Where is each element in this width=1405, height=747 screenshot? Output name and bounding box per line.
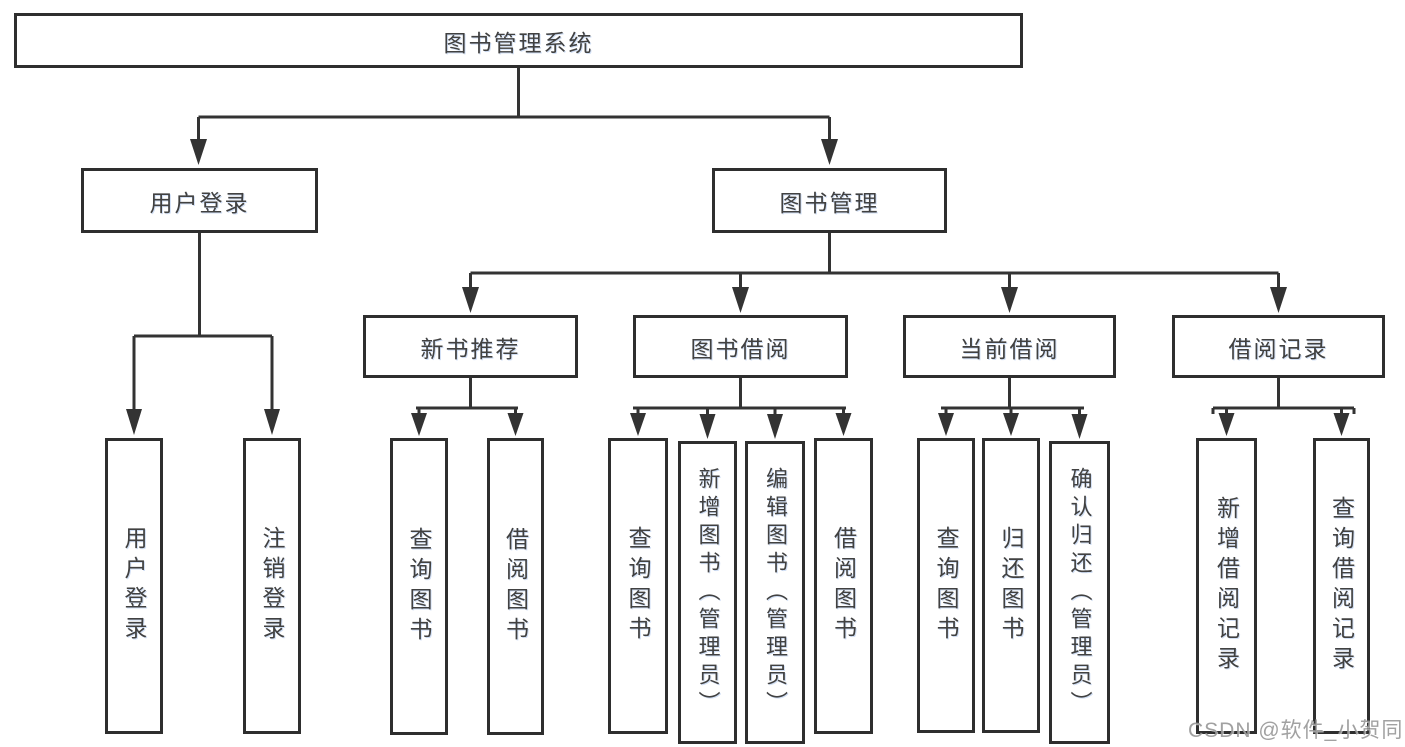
- leaf-query-borrow-record: 查询借阅记录: [1313, 438, 1370, 734]
- arrowheads: [126, 139, 1350, 439]
- leaf-user-login: 用户登录: [105, 438, 163, 734]
- node-book-management: 图书管理: [712, 168, 947, 233]
- node-borrowing-records: 借阅记录: [1172, 315, 1385, 378]
- csdn-watermark: CSDN @软件_小贺同学: [1188, 719, 1404, 742]
- leaf-return-books: 归还图书: [982, 438, 1040, 733]
- leaf-query-books-2: 查询图书: [608, 438, 668, 734]
- node-user-login: 用户登录: [81, 168, 318, 233]
- leaf-logout: 注销登录: [243, 438, 301, 734]
- node-new-book-recommend: 新书推荐: [363, 315, 578, 378]
- node-current-borrowing: 当前借阅: [903, 315, 1116, 378]
- leaf-add-borrow-record: 新增借阅记录: [1196, 438, 1257, 734]
- leaf-confirm-return-admin: 确认归还（管理员）: [1049, 441, 1110, 744]
- leaf-query-books-3: 查询图书: [917, 438, 975, 733]
- leaf-query-books: 查询图书: [390, 438, 448, 735]
- leaf-borrow-books: 借阅图书: [487, 438, 544, 735]
- node-library-management-system: 图书管理系统: [14, 13, 1023, 68]
- node-book-borrowing: 图书借阅: [633, 315, 848, 378]
- leaf-add-books-admin: 新增图书（管理员）: [678, 441, 737, 744]
- leaf-edit-books-admin: 编辑图书（管理员）: [745, 441, 805, 744]
- leaf-borrow-books-2: 借阅图书: [814, 438, 873, 734]
